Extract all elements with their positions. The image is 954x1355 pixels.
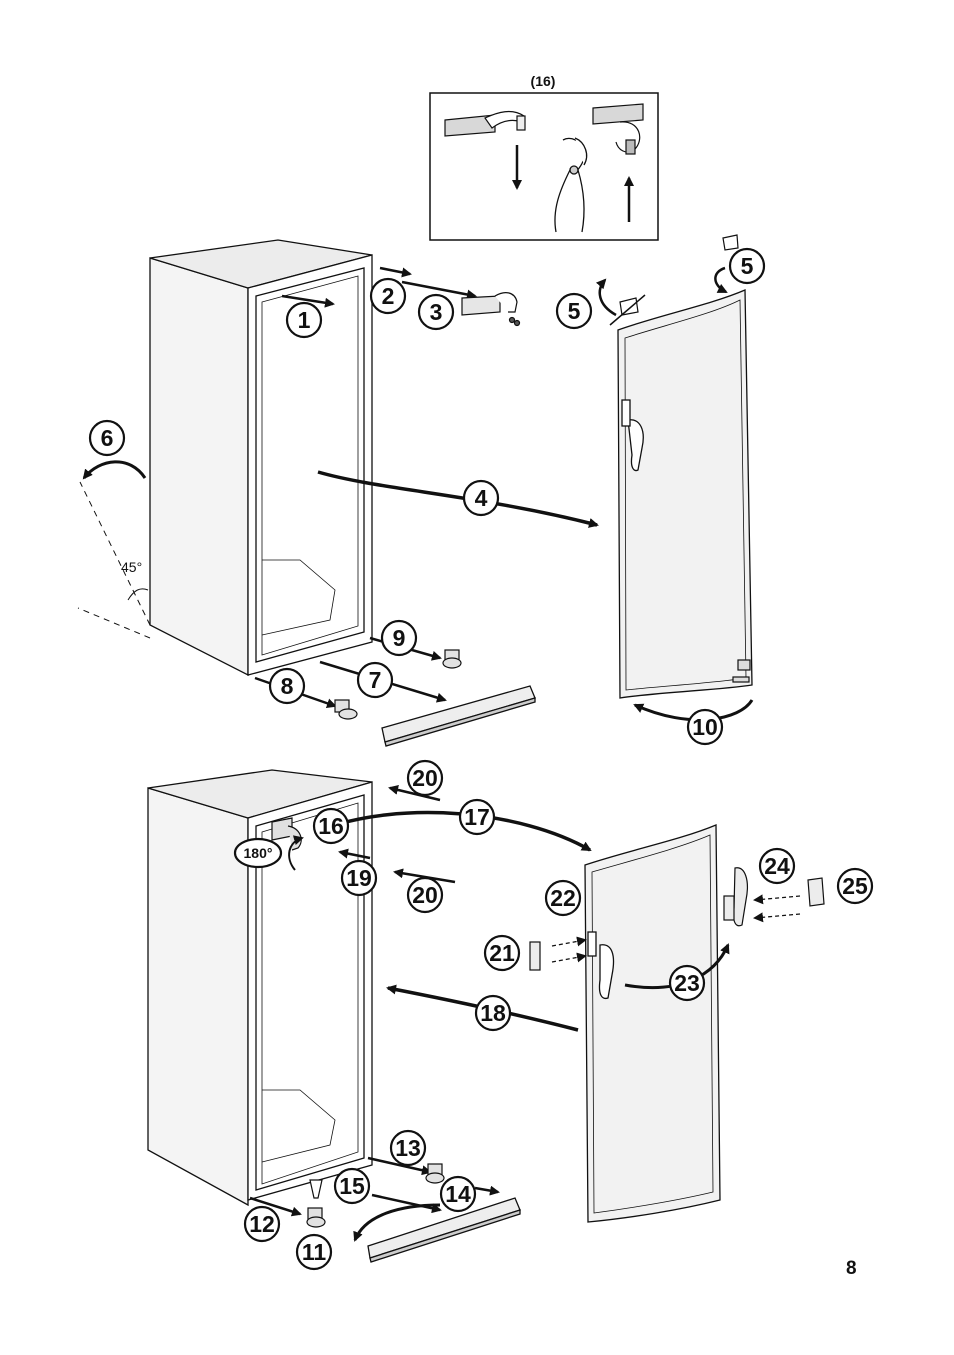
arrow-step14 [474, 1185, 500, 1196]
arrow-step17 [319, 810, 592, 852]
step-6-label: 6 [101, 425, 114, 451]
angle-indicator [77, 481, 151, 639]
step-20-top-label: 20 [412, 765, 438, 791]
tilt-arrow [82, 460, 147, 480]
door-top [617, 289, 753, 699]
step-19-label: 19 [346, 865, 372, 891]
rotate-arrow [288, 835, 304, 871]
step-badges [88, 247, 874, 1271]
plinth-bottom [367, 1197, 521, 1263]
arrow-step3 [401, 280, 477, 300]
arrow-step13 [367, 1156, 432, 1176]
step-18-label: 18 [480, 1000, 506, 1026]
page-number: 8 [846, 1258, 857, 1279]
door-top-corner-part [609, 234, 739, 326]
angle-arc [127, 588, 149, 601]
arrow-step1 [281, 294, 335, 308]
step-5-left-label: 5 [568, 298, 581, 324]
step-17-label: 17 [464, 804, 490, 830]
handle-parts [529, 867, 825, 971]
screw-arrows [551, 894, 801, 963]
step-24-label: 24 [764, 853, 790, 879]
step-10-label: 10 [692, 714, 718, 740]
step-5-right-label: 5 [741, 253, 754, 279]
step-15-label: 15 [339, 1173, 365, 1199]
step-21-label: 21 [489, 940, 515, 966]
step-14-label: 14 [445, 1181, 471, 1207]
step-labels: 1 2 3 5 5 6 4 7 8 9 10 20 16 17 19 20 22… [101, 253, 868, 1265]
arrow-step14-curve [353, 1203, 441, 1242]
rotation-label: 180° [244, 845, 273, 861]
arrow-step5-right [714, 266, 728, 294]
step-25-label: 25 [842, 873, 868, 899]
inset-hinge-left [444, 110, 526, 137]
fridge-cabinet-bottom [147, 769, 373, 1207]
arrow-step2 [379, 266, 412, 278]
foot-part-top [334, 649, 462, 720]
inset-hinge-right [592, 103, 644, 155]
pliers-icon [554, 137, 588, 233]
step-20-bottom-label: 20 [412, 882, 438, 908]
step-1-label: 1 [298, 307, 311, 333]
step-16-label: 16 [318, 813, 344, 839]
step-9-label: 9 [393, 625, 406, 651]
step-3-label: 3 [430, 299, 443, 325]
step-23-label: 23 [674, 970, 700, 996]
arrow-step12 [249, 1196, 302, 1217]
foot-part-bottom [306, 1163, 445, 1228]
plinth-top [381, 685, 536, 747]
step-12-label: 12 [249, 1211, 275, 1237]
hinge-part-top [461, 292, 521, 327]
arrow-step15 [371, 1193, 442, 1214]
arrow-step19 [338, 848, 371, 860]
door-bottom-part-top [732, 659, 751, 683]
step-13-label: 13 [395, 1135, 421, 1161]
arrow-step4 [317, 470, 599, 528]
door-bottom [584, 824, 721, 1223]
step-7-label: 7 [369, 667, 382, 693]
fridge-cabinet-top [149, 239, 373, 677]
step-2-label: 2 [382, 283, 395, 309]
arrow-step20-top [388, 785, 441, 802]
step-22-label: 22 [550, 885, 576, 911]
angle-label: 45° [121, 559, 142, 575]
step-11-label: 11 [302, 1239, 327, 1265]
inset-label: (16) [531, 73, 556, 89]
arrow-step5-left [595, 278, 617, 317]
inset-box [429, 92, 659, 241]
step-4-label: 4 [475, 485, 488, 511]
step-8-label: 8 [281, 673, 294, 699]
